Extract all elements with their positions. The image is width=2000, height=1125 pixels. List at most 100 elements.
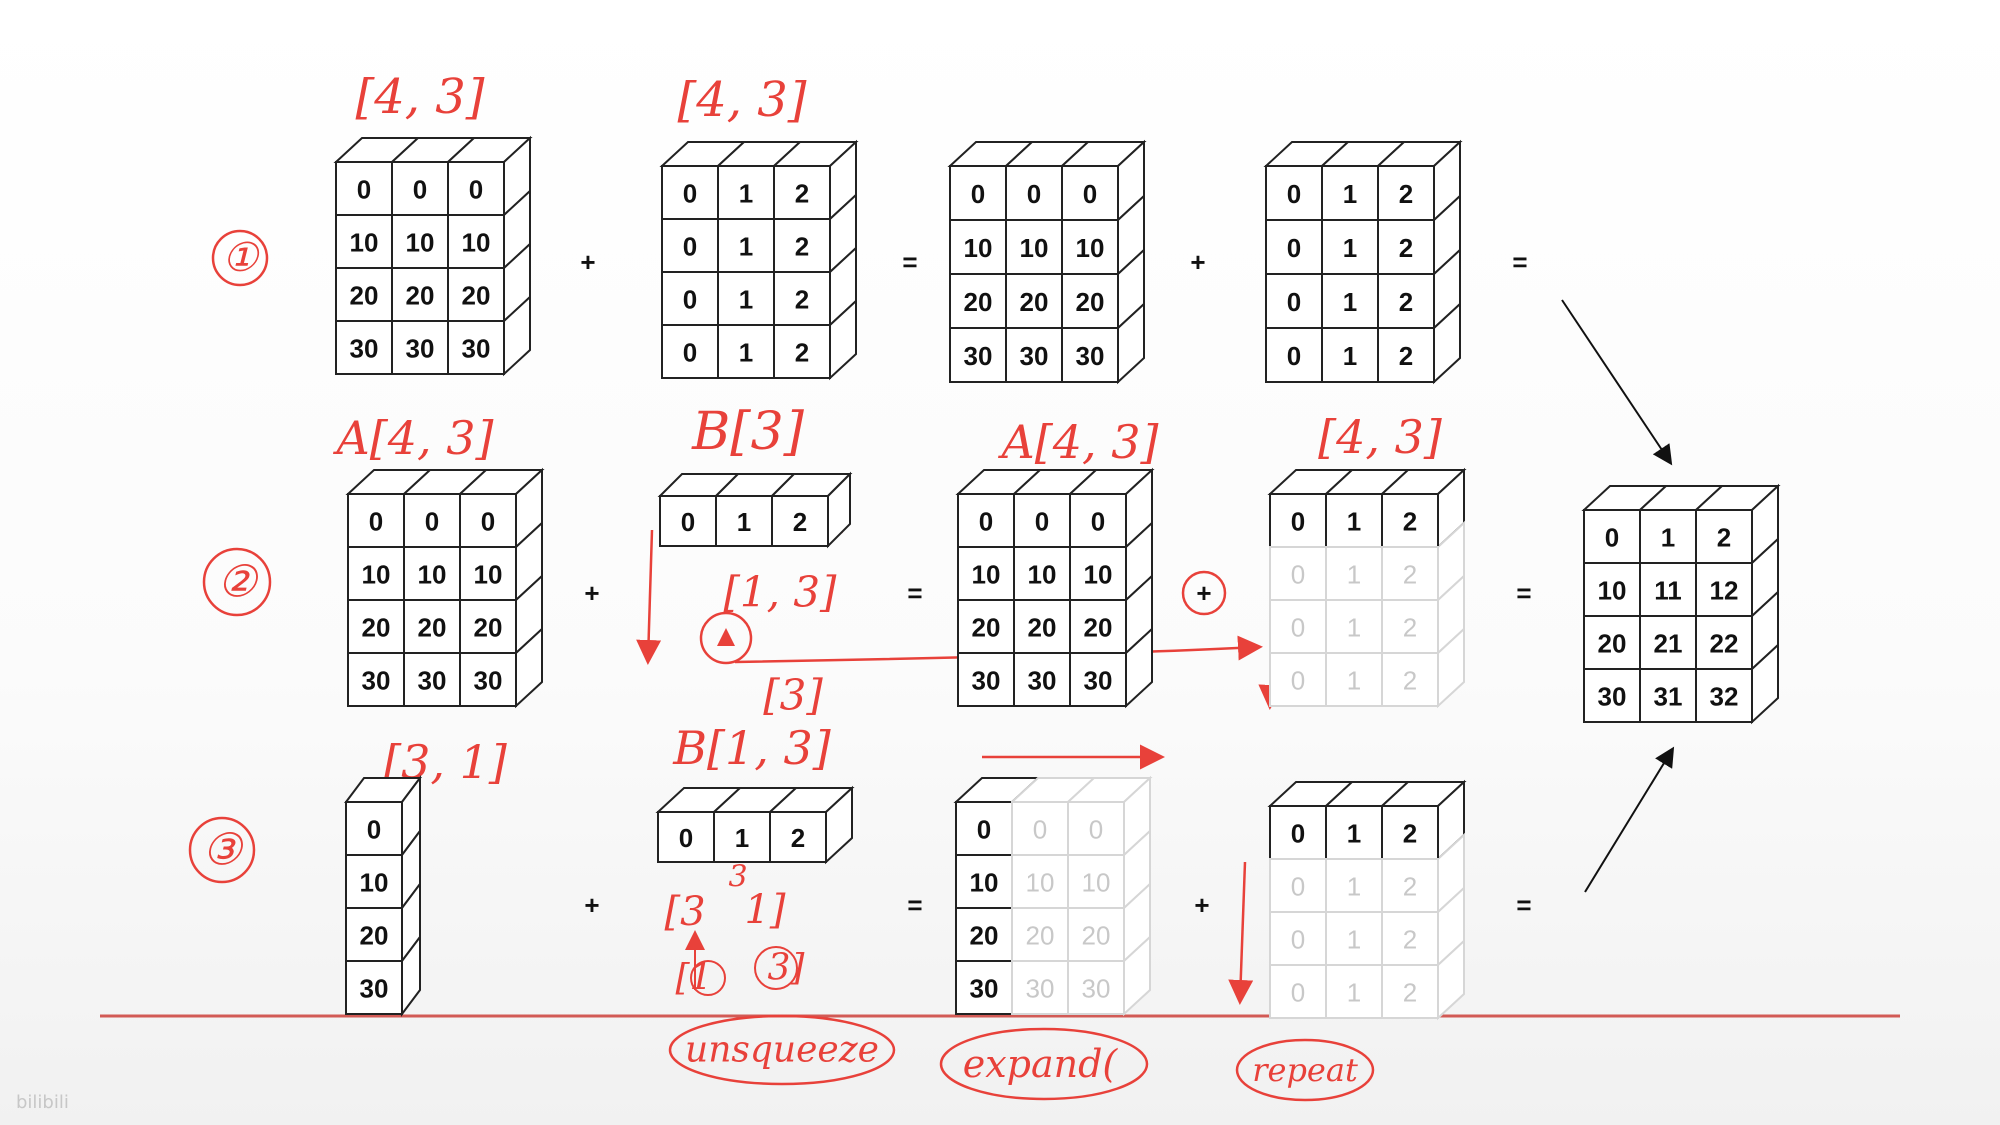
cell-value: 2	[1399, 179, 1413, 209]
cell-value: 2	[1403, 819, 1417, 849]
cell	[391, 320, 449, 375]
small-circle-3	[754, 946, 798, 990]
shape-label-r3e: 3	[728, 860, 747, 895]
cell-value: 20	[406, 281, 435, 311]
cell	[661, 165, 719, 220]
cell	[773, 324, 831, 379]
equals-r2-1: =	[907, 578, 922, 608]
cell-value: 10	[1084, 560, 1113, 590]
cell	[1381, 964, 1439, 1019]
cell-value: 1	[739, 179, 753, 209]
cell-value: 20	[1076, 287, 1105, 317]
shape-label-r3d: 1]	[744, 887, 785, 933]
cell-value: 1	[1661, 523, 1675, 553]
cell	[769, 811, 827, 863]
cell-value: 0	[1027, 179, 1041, 209]
plus-r1-2: +	[1190, 247, 1205, 277]
cell	[1067, 801, 1125, 856]
shape-label-r1a: [4, 3]	[355, 69, 484, 125]
cell	[335, 320, 393, 375]
cell-value: 0	[683, 179, 697, 209]
cell	[459, 493, 517, 548]
cell-value: 0	[413, 175, 427, 205]
cell-value: 2	[795, 232, 809, 262]
cell	[1069, 652, 1127, 707]
cell	[1695, 615, 1753, 670]
shape-label-r2d: [4, 3]	[1318, 410, 1442, 464]
shape-label-r3f: [1	[676, 958, 713, 999]
cell-value: 10	[1026, 868, 1055, 898]
cell-value: 10	[1598, 576, 1627, 606]
cell-value: 30	[1076, 341, 1105, 371]
cell	[459, 652, 517, 707]
shape-label-r2c: A[4, 3]	[998, 415, 1159, 469]
cell-value: 10	[1020, 233, 1049, 263]
cell-value: 0	[1287, 179, 1301, 209]
cell-value: 0	[1091, 507, 1105, 537]
cell-value: 11	[1654, 576, 1682, 606]
cell-value: 0	[679, 823, 693, 853]
cell	[1067, 854, 1125, 909]
cell	[1269, 546, 1327, 601]
cell-value: 2	[791, 823, 805, 853]
cell	[391, 161, 449, 216]
cell	[1061, 273, 1119, 329]
cell	[1013, 493, 1071, 548]
cell-value: 2	[1403, 560, 1417, 590]
equals-r3-1: =	[907, 890, 922, 920]
shape-label-r1b: [4, 3]	[677, 72, 806, 128]
cell-value: 0	[1291, 872, 1305, 902]
cell	[1011, 960, 1069, 1015]
cell-value: 0	[971, 179, 985, 209]
cell	[1067, 907, 1125, 962]
cell	[1269, 911, 1327, 966]
cell-value: 30	[474, 666, 503, 696]
cell-value: 30	[462, 334, 491, 364]
shape-label-r2a: A[4, 3]	[333, 411, 494, 465]
row-marker-2: ②	[217, 557, 259, 608]
cell-value: 2	[795, 179, 809, 209]
cell	[1377, 327, 1435, 383]
cell-value: 10	[406, 228, 435, 258]
site-watermark: bilibili	[16, 1092, 69, 1113]
cell-value: 1	[1343, 179, 1357, 209]
equals-r1-2: =	[1512, 247, 1527, 277]
cell	[1377, 219, 1435, 275]
cell-value: 10	[418, 560, 447, 590]
cell-value: 10	[1082, 868, 1111, 898]
cell-value: 0	[683, 232, 697, 262]
cell	[1639, 509, 1697, 564]
cell	[1265, 165, 1323, 221]
arrow-row3-to-result	[1584, 746, 1675, 893]
cell-value: 1	[1347, 560, 1361, 590]
cell	[1639, 615, 1697, 670]
cell-value: 2	[795, 285, 809, 315]
cell-value: 0	[469, 175, 483, 205]
small-circle-1	[690, 960, 726, 996]
cell	[1067, 960, 1125, 1015]
cell	[1005, 327, 1063, 383]
cell-value: 0	[1287, 287, 1301, 317]
cell-value: 20	[418, 613, 447, 643]
cell	[1639, 668, 1697, 723]
cell-value: 30	[1084, 666, 1113, 696]
cell	[773, 271, 831, 326]
cell	[771, 495, 829, 547]
unsqueeze-down-arrow	[636, 529, 662, 665]
cell	[1011, 907, 1069, 962]
cell	[661, 324, 719, 379]
cell	[1583, 668, 1641, 723]
cell	[1381, 858, 1439, 913]
cell-value: 20	[362, 613, 391, 643]
cell	[1265, 219, 1323, 275]
cell-value: 1	[739, 285, 753, 315]
cell-value: 20	[972, 613, 1001, 643]
cell	[713, 811, 771, 863]
unsqueeze-oval	[668, 1014, 896, 1086]
cell	[403, 493, 461, 548]
cell-value: 0	[1291, 666, 1305, 696]
cell	[1377, 273, 1435, 329]
